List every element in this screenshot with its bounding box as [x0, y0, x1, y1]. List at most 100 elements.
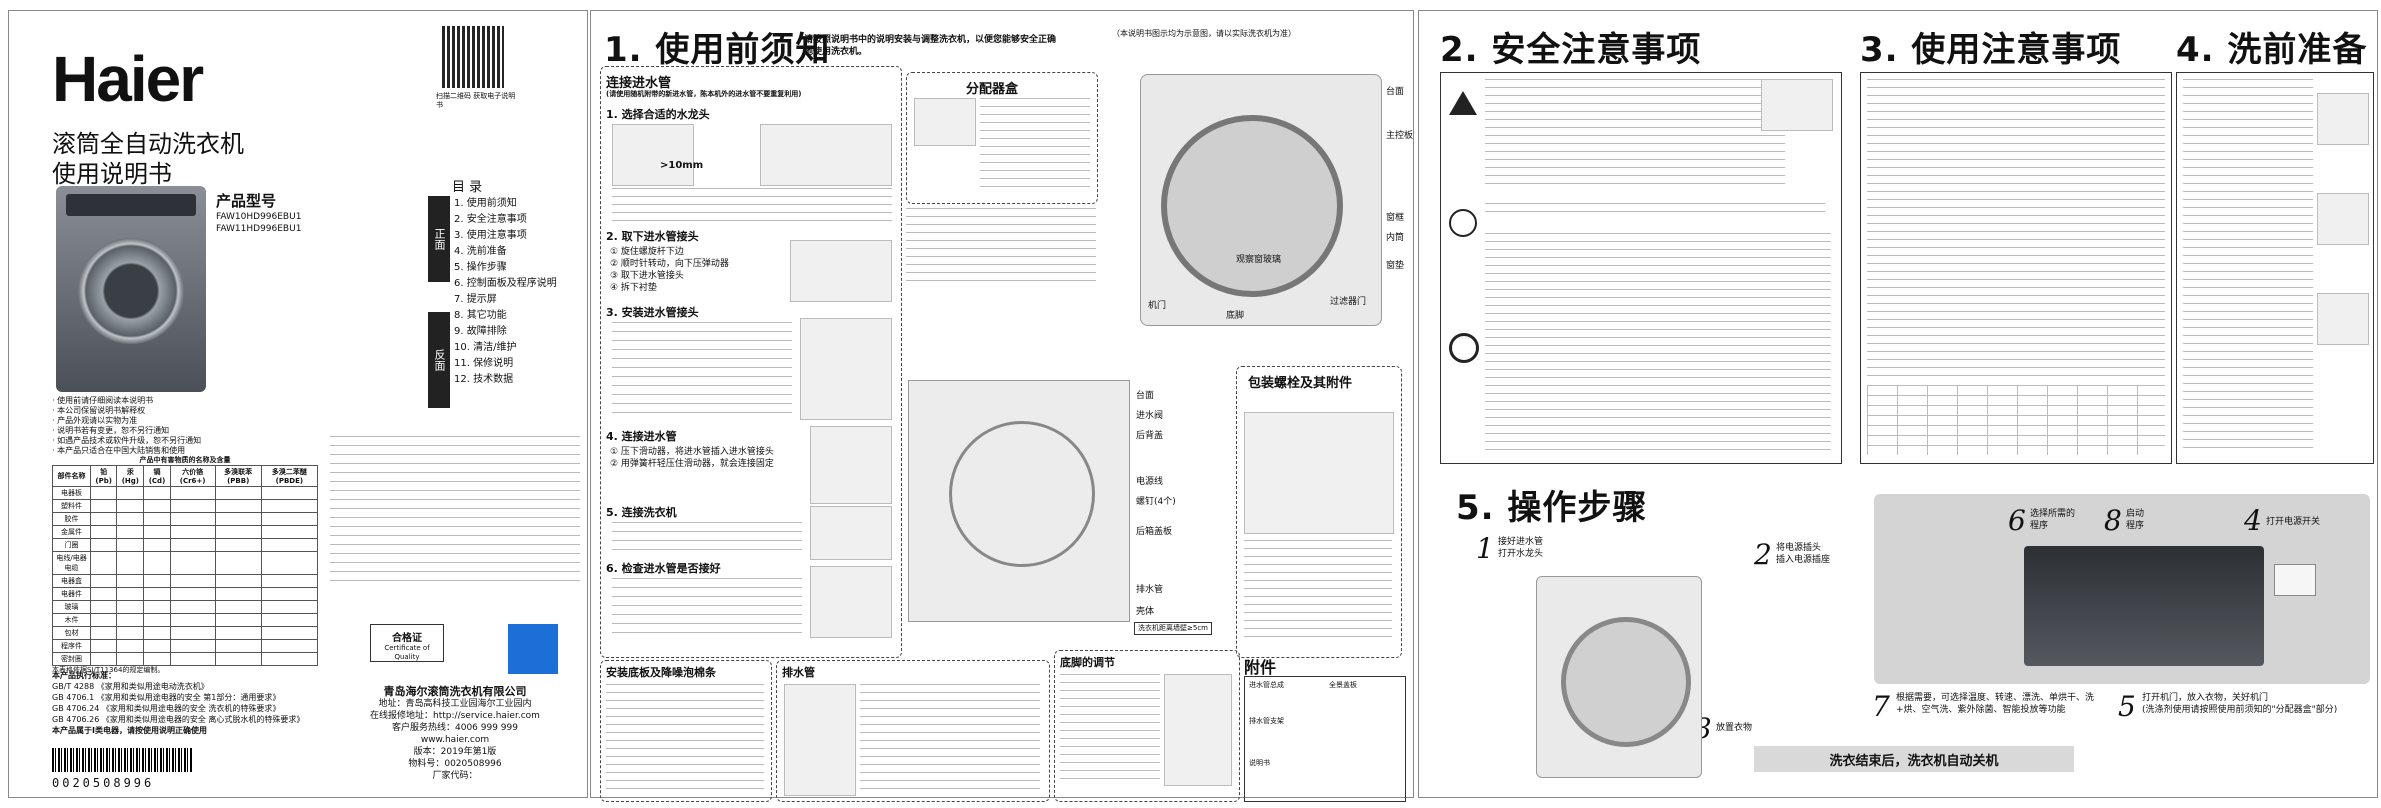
hazard-cell [214, 512, 262, 526]
step-num: 4 [2244, 504, 2262, 537]
label-power: 电源线 [1136, 477, 1164, 487]
barcode [52, 748, 192, 772]
hazard-part: 密封圈 [51, 652, 92, 666]
load-table [1867, 385, 2165, 455]
substep: ① 旋住螺旋杆下边 [610, 247, 684, 257]
toc-item[interactable]: 1. 使用前须知 [454, 198, 517, 209]
hazard-cell [143, 551, 171, 575]
toc-item[interactable]: 6. 控制面板及程序说明 [454, 278, 557, 289]
toc-item[interactable]: 5. 操作步骤 [454, 262, 507, 273]
step-num: 6 [2008, 504, 2026, 537]
toc-item[interactable]: 12. 技术数据 [454, 374, 514, 385]
caution-icon [1449, 209, 1477, 237]
label-top: 台面 [1386, 87, 1405, 97]
toc-item[interactable]: 2. 安全注意事项 [454, 214, 527, 225]
model-label: 产品型号 [216, 192, 277, 210]
company-name: 青岛海尔滚筒洗衣机有限公司 [383, 685, 527, 698]
hazard-cell [90, 639, 118, 653]
packing-box [1236, 366, 1402, 658]
toc-item[interactable]: 11. 保修说明 [454, 358, 514, 369]
hazard-cell [90, 551, 118, 575]
toc-item[interactable]: 3. 使用注意事项 [454, 230, 527, 241]
connect-sub: (请使用随机附带的新进水管，陈本机外的进水管不要重复利用) [606, 90, 802, 98]
hazard-cell [169, 600, 216, 614]
company-block: 青岛海尔滚筒洗衣机有限公司 地址：青岛高科技工业园海尔工业园内 在线报修地址：h… [330, 686, 580, 782]
hazard-row: 电器件 [51, 587, 319, 601]
prep-illustration [2317, 293, 2369, 345]
hazard-cell [90, 587, 118, 601]
toc-item[interactable]: 9. 故障排除 [454, 326, 507, 337]
hotline: 客户服务热线：4006 999 999 [392, 723, 518, 733]
power-button[interactable] [2274, 564, 2316, 596]
toc-item[interactable]: 10. 清洁/维护 [454, 342, 517, 353]
website[interactable]: www.haier.com [420, 735, 490, 745]
hazard-cell [90, 512, 118, 526]
label-shell: 壳体 [1136, 607, 1155, 617]
hazard-cell [214, 652, 262, 666]
toc-item[interactable]: 4. 洗前准备 [454, 246, 507, 257]
brand-logo: Haier [52, 43, 204, 115]
tap-illustration [612, 124, 694, 186]
part-number: 物料号：0020508996 [408, 759, 502, 769]
label-window: 窗框 [1386, 213, 1405, 223]
drain-title: 排水管 [782, 666, 815, 679]
hazard-cell [169, 512, 216, 526]
cover-fineprint [330, 436, 580, 586]
door-window [78, 238, 184, 344]
packing-title: 包装螺栓及其附件 [1248, 376, 1353, 391]
hazard-cell [260, 538, 319, 552]
hazard-cell [143, 512, 171, 526]
hazard-cell [90, 613, 118, 627]
toc-item[interactable]: 7. 提示屏 [454, 294, 497, 305]
text-lines [1867, 79, 2165, 379]
hazard-row: 电线/电器电缆 [51, 551, 319, 575]
note: · 产品外观请以实物为准 [52, 416, 138, 425]
display-panel[interactable] [2024, 546, 2264, 666]
finish-banner: 洗衣结束后，洗衣机自动关机 [1754, 746, 2074, 772]
text-lines [1485, 203, 1825, 219]
note: · 使用前请仔细阅读本说明书 [52, 396, 154, 405]
acc-item: 说明书 [1249, 759, 1270, 767]
label-drum: 内筒 [1386, 233, 1405, 243]
fineprint-lines [330, 436, 580, 586]
standards-block: 本产品执行标准： GB/T 4288 《家用和类似用途电动洗衣机》 GB 470… [52, 670, 352, 736]
hazard-cell [169, 613, 216, 627]
bracket-title: 安装底板及降噪泡棉条 [606, 666, 716, 679]
step-text: 打开电源开关 [2266, 517, 2321, 527]
substep: ③ 取下进水管接头 [610, 271, 684, 281]
hazard-cell [90, 525, 118, 539]
hazard-row: 塑料件 [51, 499, 319, 513]
service-url[interactable]: 在线报修地址：http://service.haier.com [370, 711, 540, 721]
hazard-cell [143, 499, 171, 513]
hazard-cell [169, 525, 216, 539]
washer-hose-illustration [810, 506, 892, 560]
hazard-cell [143, 538, 171, 552]
qr-code[interactable] [442, 26, 504, 88]
hazard-cell [169, 538, 216, 552]
step-text: 根据需要，可选择温度、转速、漂洗、单烘干、洗+烘、空气洗、紫外除菌、智能投放等功… [1896, 693, 2095, 715]
connect-hose-steps: ① 压下滑动器，将进水管插入进水管接头 ② 用弹簧杆轻压住滑动器，就会连接固定 [610, 446, 800, 470]
hazard-part: 电器板 [51, 486, 92, 500]
company-address: 地址：青岛高科技工业园海尔工业园内 [378, 699, 532, 709]
hazard-cell [214, 600, 262, 614]
substep: ② 用弹簧杆轻压住滑动器，就会连接固定 [610, 459, 774, 469]
text-lines [2183, 79, 2313, 455]
hazard-row: 电器盒 [51, 574, 319, 588]
page-5-title: 5. 操作步骤 [1456, 488, 1648, 528]
hazard-cell [90, 600, 118, 614]
hazard-cell [143, 600, 171, 614]
hazard-cell [169, 652, 216, 666]
dispenser-title: 分配器盒 [966, 82, 1019, 97]
hazard-cell [260, 600, 319, 614]
cert-title: 合格证 [392, 633, 422, 644]
label-inlet: 进水阀 [1136, 411, 1164, 421]
hazard-table-block: 产品中有害物质的名称及含量 部件名称 铅(Pb) 汞(Hg) 镉(Cd) 六价铬… [51, 456, 319, 675]
hazard-table-title: 产品中有害物质的名称及含量 [139, 456, 231, 464]
toc-item[interactable]: 8. 其它功能 [454, 310, 507, 321]
hazard-part: 门圈 [51, 538, 92, 552]
note: · 本公司保留说明书解释权 [52, 406, 146, 415]
text-lines [980, 98, 1090, 194]
step-remove-joint: 2. 取下进水管接头 [606, 230, 699, 243]
step-connect-hose: 4. 连接进水管 [606, 430, 677, 443]
step-text: 打开机门，放入衣物，关好机门 (洗涤剂使用请按照使用前须知的"分配器盒"部分) [2142, 693, 2338, 715]
